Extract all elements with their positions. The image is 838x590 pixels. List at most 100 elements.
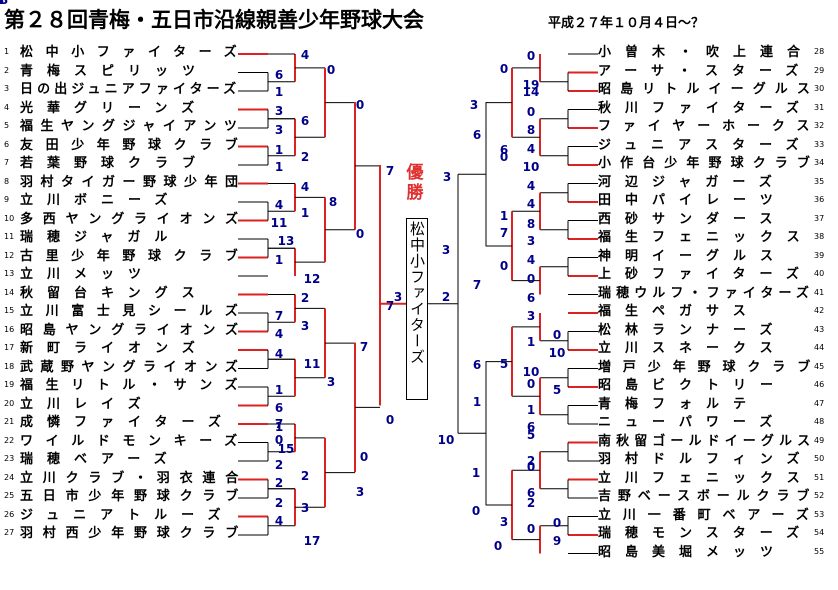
team-name: ワイルドモンキーズ (20, 433, 250, 449)
team-number: 39 (814, 250, 825, 260)
team-name: 福生ペガサス (598, 304, 760, 319)
score: 4 (300, 180, 310, 194)
team-name: 立川クラブ・羽衣連合 (20, 470, 249, 486)
score: 4 (526, 179, 536, 193)
score: 7 (472, 278, 482, 292)
team-name: 立川ボニーズ (20, 193, 182, 208)
score: 4 (274, 514, 284, 528)
score: 1 (300, 206, 310, 220)
team-name: 河辺ジャガーズ (598, 174, 786, 190)
team-number: 33 (814, 139, 825, 149)
score: 3 (274, 104, 284, 118)
team-number: 28 (814, 47, 825, 56)
team-number: 3 (4, 84, 10, 93)
score: 0 (493, 539, 503, 553)
team-name: 日の出ジュニアファイターズ (20, 82, 241, 97)
team-name: 松林ランナーズ (598, 322, 787, 338)
team-name: 新町ライオンズ (20, 341, 209, 356)
team-number: 6 (4, 139, 10, 149)
team-name: 昭島ビクトリー (598, 378, 788, 393)
score: 2 (300, 291, 310, 305)
team-number: 44 (814, 343, 825, 352)
score: 0 (552, 516, 562, 530)
team-number: 10 (4, 213, 15, 223)
team-name: 田中パイレーツ (598, 193, 787, 208)
team-name: 立川メッツ (20, 267, 156, 282)
winner-box: 松中小ファイターズ (406, 218, 428, 400)
score: 1 (472, 395, 482, 409)
score: 7 (274, 309, 284, 323)
team-number: 55 (814, 546, 825, 556)
score: 15 (277, 442, 295, 456)
score: 3 (393, 290, 403, 304)
score: 7 (385, 164, 395, 178)
score: 8 (526, 123, 536, 137)
score: 0 (552, 328, 562, 342)
team-number: 40 (814, 269, 825, 278)
team-number: 8 (4, 176, 10, 186)
score: 1 (0, 0, 4, 6)
score: 1 (499, 209, 509, 223)
score: 6 (499, 143, 509, 157)
team-number: 20 (4, 398, 15, 408)
score: 6 (526, 486, 536, 500)
score: 3 (526, 309, 536, 323)
score: 6 (274, 68, 284, 82)
score: 10 (548, 346, 566, 360)
score: 2 (274, 476, 284, 490)
score: 2 (274, 496, 284, 510)
team-number: 2 (4, 65, 10, 75)
team-number: 22 (4, 435, 15, 445)
team-number: 18 (4, 361, 15, 371)
score: 1 (471, 466, 481, 480)
team-name: 羽村タイガー野球少年団 (20, 174, 246, 190)
team-name: 五日市少年野球クラブ (20, 489, 249, 504)
team-name: 昭島ヤングライオンズ (20, 322, 248, 338)
team-number: 24 (4, 472, 15, 482)
team-name: 瑞穂ベアーズ (20, 452, 181, 467)
score: 0 (274, 433, 284, 447)
score: 1 (274, 383, 284, 397)
team-number: 15 (4, 306, 15, 315)
score: 3 (300, 501, 310, 515)
score: 19 (522, 78, 540, 92)
score: 0 (499, 150, 509, 164)
team-number: 48 (814, 417, 825, 426)
team-name: 福生ヤングジャイアンツ (20, 119, 245, 134)
score: 11 (270, 216, 288, 230)
score: 12 (303, 272, 321, 286)
team-name: 秋留台キングス (20, 285, 209, 301)
score: 13 (277, 234, 295, 248)
team-name: 昭島リトルイーグルス (598, 82, 820, 97)
score: 1 (274, 253, 284, 267)
team-name: ニューパワーズ (598, 415, 787, 430)
score: 3 (0, 0, 4, 6)
team-number: 11 (4, 232, 15, 241)
team-number: 7 (4, 158, 10, 167)
team-name: 小作台少年野球クラブ (598, 156, 820, 171)
team-number: 32 (814, 121, 825, 130)
score: 6 (274, 401, 284, 415)
score: 0 (326, 63, 336, 77)
score: 4 (274, 198, 284, 212)
team-number: 30 (814, 84, 825, 93)
team-number: 17 (4, 343, 15, 352)
score: 1 (526, 335, 536, 349)
team-name: 瑞穂ジャガル (20, 230, 182, 245)
score: 4 (526, 197, 536, 211)
score: 8 (328, 195, 338, 209)
team-name: 上砂ファイターズ (598, 267, 813, 282)
score: 6 (472, 128, 482, 142)
score: 2 (526, 454, 536, 468)
team-name: 立川富士見シールズ (20, 304, 251, 319)
score: 0 (355, 98, 365, 112)
team-number: 34 (814, 158, 825, 167)
score: 1 (526, 403, 536, 417)
team-number: 16 (4, 324, 15, 334)
score: 5 (499, 357, 509, 371)
team-name: 羽村ドルフィンズ (598, 452, 814, 467)
score: 13 (0, 0, 9, 7)
score: 3 (326, 375, 336, 389)
score: 17 (303, 534, 321, 548)
